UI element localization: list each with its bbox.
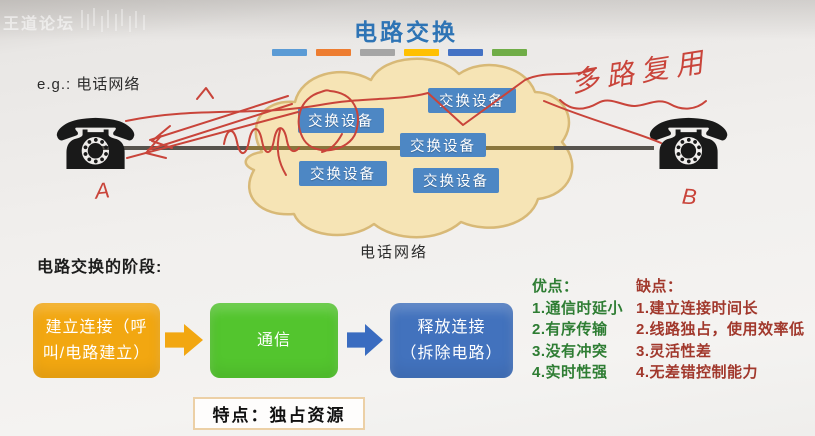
stage-communicate-box: 通信 [210,303,338,378]
switch-node: 交换设备 [299,161,387,186]
endpoint-a-label: A [93,177,111,204]
divider-bar [448,49,483,56]
top-band [0,0,815,40]
cons-item: 2.线路独占，使用效率低 [636,321,805,338]
endpoint-b-label: B [681,183,698,210]
pros-list: 优点： 1.通信时延小 2.有序传输 3.没有冲突 4.实时性强 [532,276,623,384]
example-label: e.g.: 电话网络 [37,76,141,93]
page-title: 电路交换 [354,19,458,45]
divider-bar [404,49,439,56]
stage-setup-line1: 建立连接（呼 [45,318,148,336]
cons-heading: 缺点： [636,278,683,295]
stage-release-line2: （拆除电路） [400,344,503,362]
cloud-caption: 电话网络 [360,244,429,261]
switch-node: 交换设备 [400,133,486,157]
divider-bar [272,49,307,56]
cons-item: 1.建立连接时间长 [636,299,759,317]
divider-bar [360,49,395,56]
stage-setup-box: 建立连接（呼 叫/电路建立） [33,303,160,378]
flow-arrow-1 [165,324,203,356]
stage-communicate-label: 通信 [256,331,291,349]
stage-release-box: 释放连接 （拆除电路） [390,303,513,378]
multiplexing-annotation: 多路复用 [568,45,712,99]
telephone-a-icon: ☎ [52,104,140,186]
stage-release-line1: 释放连接 [417,318,486,336]
stages-heading: 电路交换的阶段: [37,259,163,276]
switch-node: 交换设备 [298,108,384,133]
stage-setup-line2: 叫/电路建立） [42,344,151,362]
switch-node: 交换设备 [428,88,516,113]
title-divider-bars [272,49,527,56]
switch-node: 交换设备 [413,168,499,193]
feature-box: 特点：独占资源 [193,397,365,430]
pros-item: 3.没有冲突 [532,342,608,360]
watermark-text: 王道论坛 [3,16,76,33]
cons-list: 缺点： 1.建立连接时间长 2.线路独占，使用效率低 3.灵活性差 4.无差错控… [636,276,805,384]
pros-item: 2.有序传输 [532,321,608,338]
pros-item: 1.通信时延小 [532,299,624,317]
pros-item: 4.实时性强 [532,364,608,381]
divider-bar [316,49,351,56]
cons-item: 3.灵活性差 [636,342,712,360]
pros-heading: 优点： [532,278,579,295]
cons-item: 4.无差错控制能力 [636,364,759,381]
flow-arrow-2 [347,324,383,356]
divider-bar [492,49,527,56]
telephone-b-icon: ☎ [645,104,733,186]
